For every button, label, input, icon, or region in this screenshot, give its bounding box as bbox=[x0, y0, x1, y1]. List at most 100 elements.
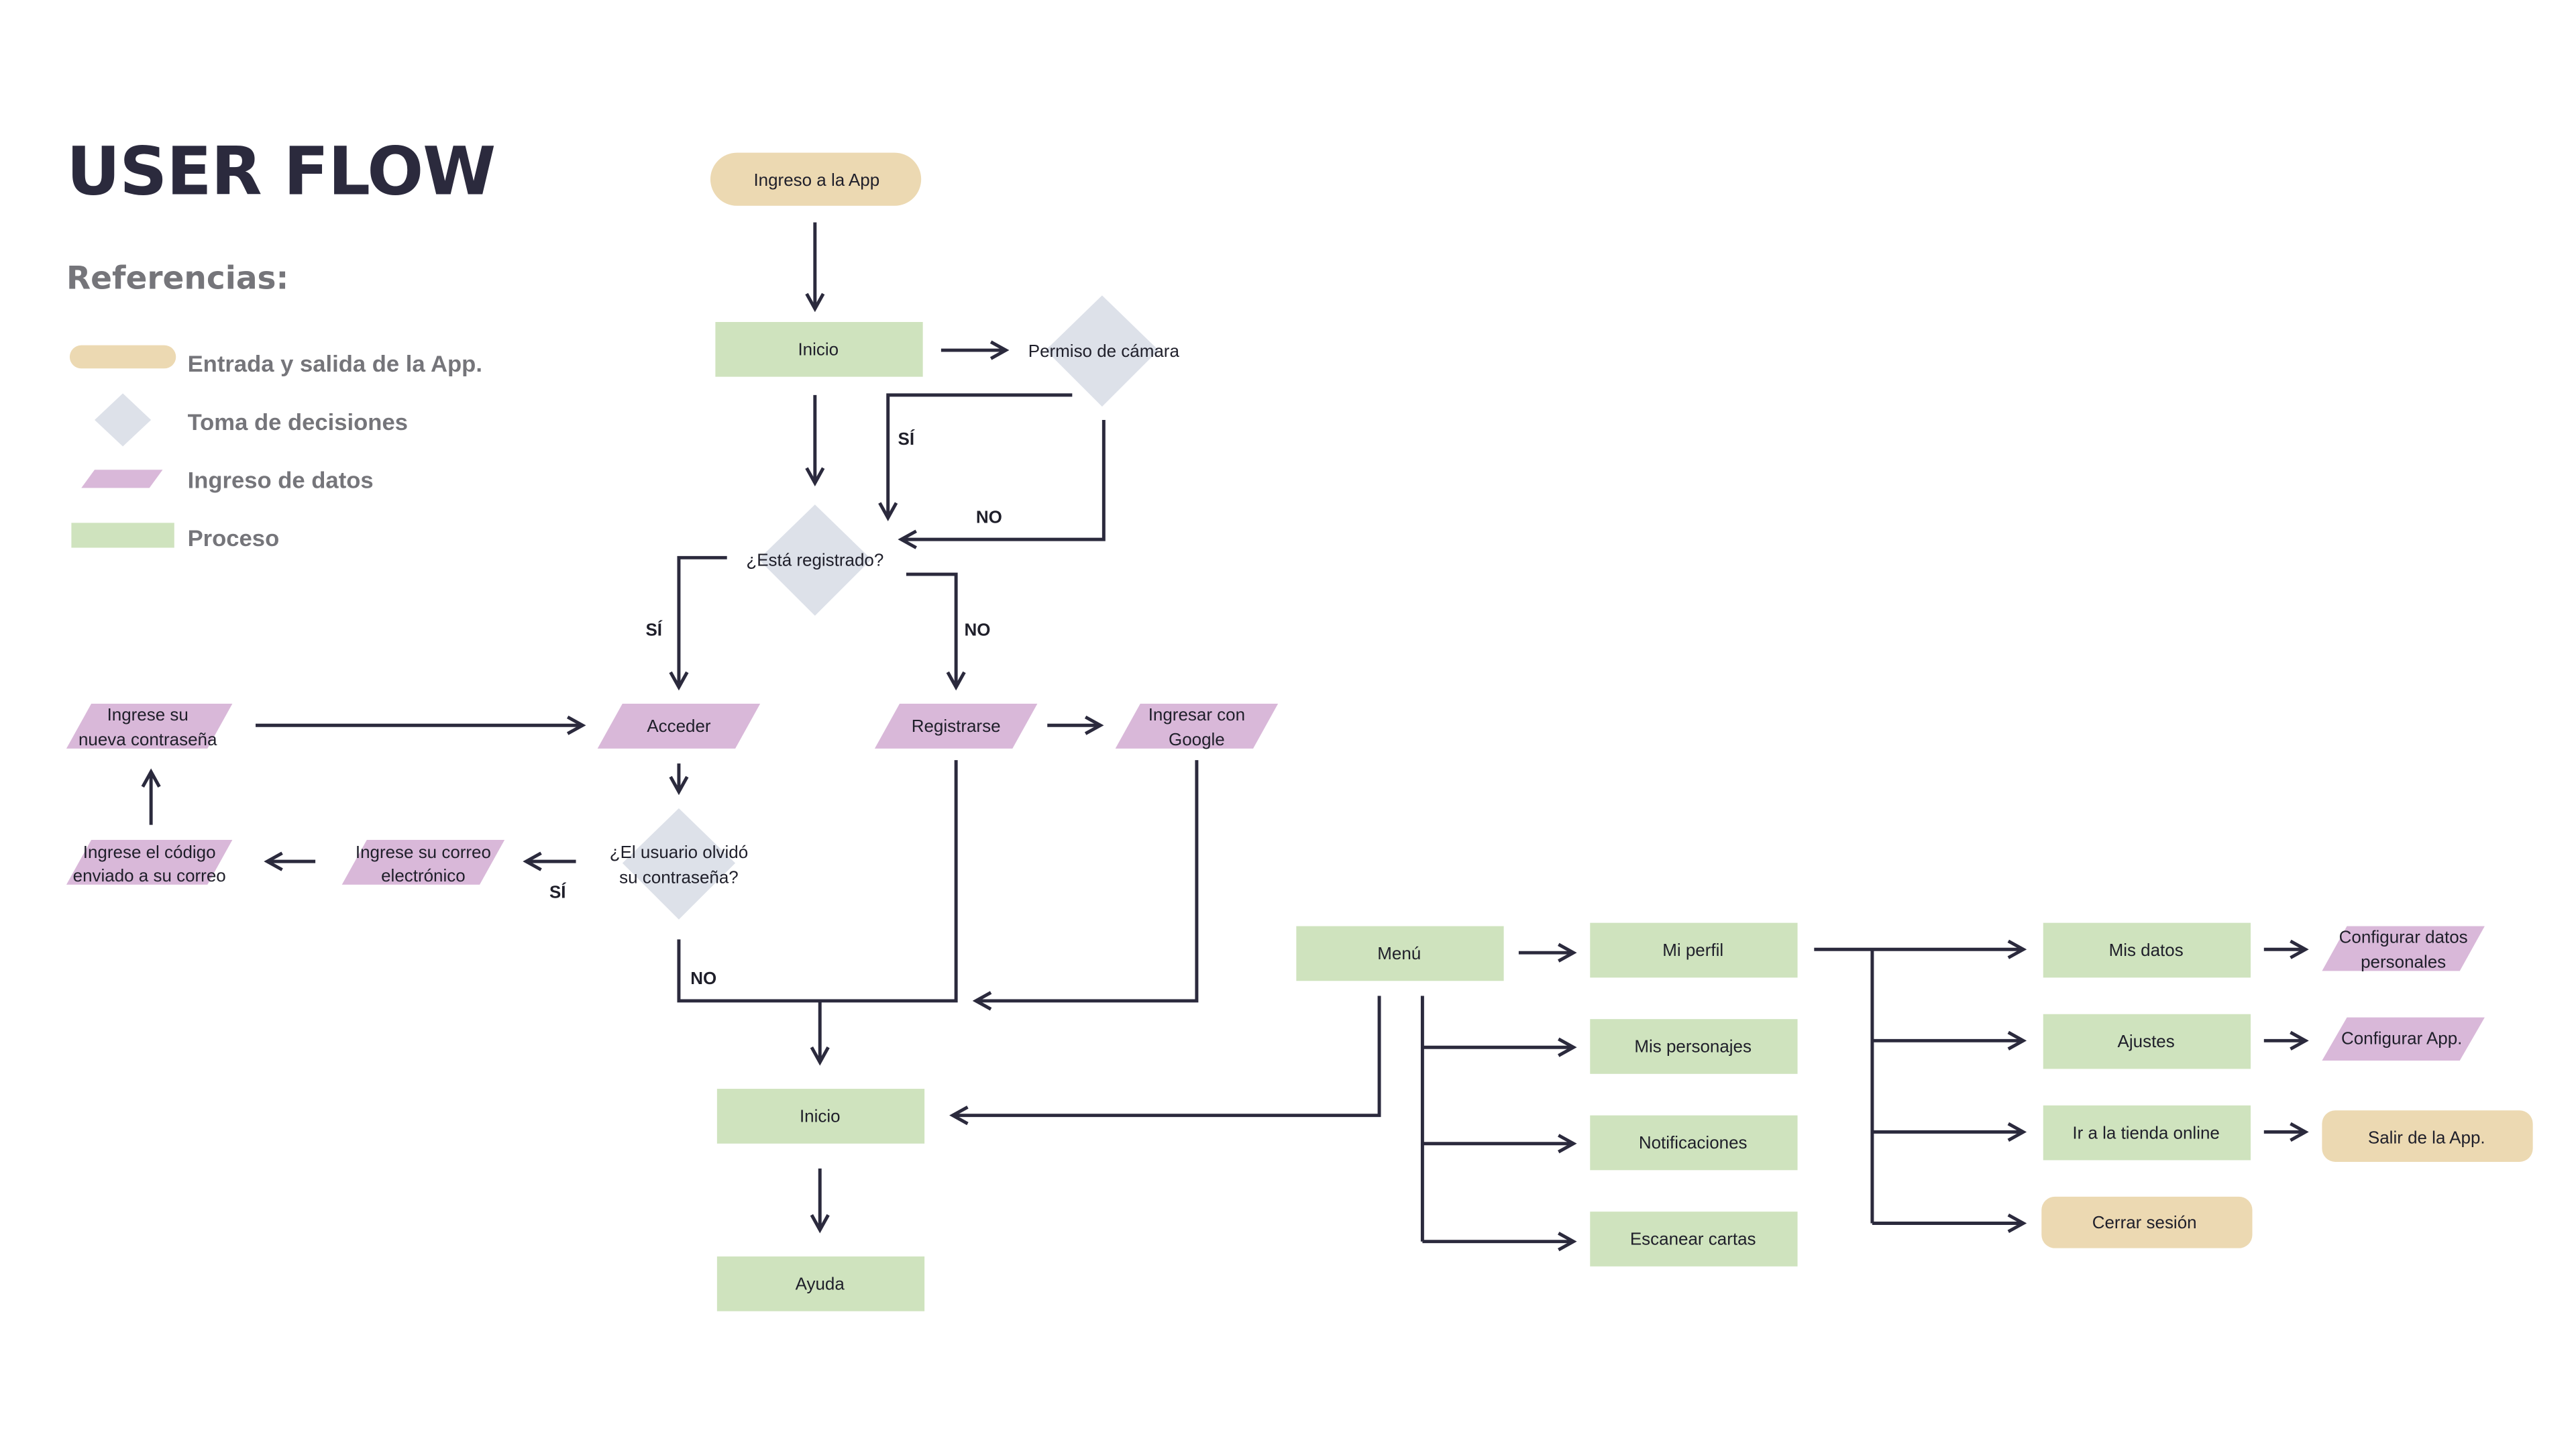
node-label: Configurar App. bbox=[2341, 1028, 2462, 1048]
connectors bbox=[151, 222, 2306, 1242]
node-label-line-1: Configurar datos bbox=[2339, 926, 2468, 947]
arrow-permiso-si bbox=[888, 393, 1073, 518]
node-label-line-2: personales bbox=[2361, 951, 2446, 971]
node-mis-personajes: Mis personajes bbox=[1590, 1019, 1798, 1074]
node-label: Ir a la tienda online bbox=[2072, 1122, 2219, 1142]
process-shape bbox=[1590, 1019, 1798, 1074]
node-cerrar-sesion: Cerrar sesión bbox=[2041, 1196, 2253, 1248]
node-permiso-camara: Permiso de cámara bbox=[1028, 295, 1180, 407]
legend-terminal: Entrada y salida de la App. bbox=[69, 345, 482, 377]
node-label-line-2: nueva contraseña bbox=[78, 729, 217, 749]
node-notificaciones: Notificaciones bbox=[1590, 1115, 1798, 1171]
data-shape bbox=[597, 704, 761, 749]
node-inicio-2: Inicio bbox=[716, 1089, 925, 1144]
edge-label-si-registrado: SÍ bbox=[645, 620, 662, 640]
node-inicio-1: Inicio bbox=[715, 321, 923, 377]
node-label: Salir de la App. bbox=[2368, 1128, 2485, 1148]
node-escanear-cartas: Escanear cartas bbox=[1590, 1212, 1798, 1267]
legend-terminal-shape bbox=[69, 345, 176, 369]
node-label-line-2: enviado a su correo bbox=[73, 865, 226, 885]
process-shape bbox=[716, 1089, 925, 1144]
process-shape bbox=[1590, 1115, 1798, 1171]
legend-process-label: Proceso bbox=[188, 526, 280, 551]
node-label: Permiso de cámara bbox=[1028, 341, 1180, 361]
terminal-shape bbox=[2041, 1196, 2253, 1248]
legend-data-shape bbox=[81, 470, 163, 488]
node-label-line-1: Ingrese el código bbox=[83, 842, 216, 862]
process-shape bbox=[2043, 922, 2251, 978]
edge-label-si-olvido: SÍ bbox=[549, 882, 566, 902]
arrow-menu-inicio bbox=[953, 996, 1381, 1116]
node-mi-perfil: Mi perfil bbox=[1590, 922, 1798, 978]
data-shape bbox=[66, 704, 233, 749]
legend-decision-label: Toma de decisiones bbox=[188, 410, 408, 435]
data-shape bbox=[2322, 926, 2485, 971]
arrow-google-merge bbox=[976, 760, 1199, 1001]
node-label-line-2: su contraseña? bbox=[619, 867, 739, 887]
node-olvido-contrasena: ¿El usuario olvidó su contraseña? bbox=[610, 808, 748, 920]
decision-shape bbox=[622, 808, 736, 920]
node-registrarse: Registrarse bbox=[874, 704, 1038, 749]
legend-decision: Toma de decisiones bbox=[95, 393, 408, 447]
legend-process: Proceso bbox=[71, 523, 279, 551]
node-label-line-2: electrónico bbox=[381, 865, 466, 885]
node-label: Acceder bbox=[647, 716, 711, 736]
edge-label-no-olvido: NO bbox=[690, 968, 716, 988]
node-ayuda: Ayuda bbox=[716, 1256, 925, 1311]
node-label: Ayuda bbox=[796, 1273, 845, 1293]
node-label: Cerrar sesión bbox=[2092, 1212, 2197, 1232]
edge-label-no-registrado: NO bbox=[965, 620, 991, 640]
legend-process-shape bbox=[71, 523, 174, 548]
node-nueva-contrasena: Ingrese su nueva contraseña bbox=[66, 704, 233, 749]
node-ajustes: Ajustes bbox=[2043, 1014, 2251, 1069]
process-shape bbox=[2043, 1014, 2251, 1069]
data-shape bbox=[66, 839, 233, 885]
node-correo-electronico: Ingrese su correo electrónico bbox=[341, 839, 505, 885]
line-no-olvido-registrarse bbox=[677, 760, 958, 1003]
legend-terminal-label: Entrada y salida de la App. bbox=[188, 352, 482, 377]
node-salir-app: Salir de la App. bbox=[2322, 1110, 2533, 1162]
edge-label-no-camara: NO bbox=[976, 506, 1002, 527]
node-label-line-1: ¿El usuario olvidó bbox=[610, 842, 748, 862]
data-shape bbox=[1115, 704, 1279, 749]
arrow-registrado-no bbox=[906, 572, 956, 687]
node-tienda-online: Ir a la tienda online bbox=[2043, 1105, 2251, 1161]
node-label: ¿Está registrado? bbox=[746, 550, 883, 570]
node-mis-datos: Mis datos bbox=[2043, 922, 2251, 978]
node-label: Menú bbox=[1377, 943, 1421, 963]
node-label: Escanear cartas bbox=[1630, 1229, 1756, 1249]
node-label: Ingreso a la App bbox=[753, 170, 879, 190]
arrow-registrado-si bbox=[679, 555, 727, 687]
legend-decision-shape bbox=[95, 393, 152, 447]
legend-data: Ingreso de datos bbox=[81, 468, 374, 493]
node-label: Inicio bbox=[800, 1106, 841, 1126]
page-title: USER FLOW bbox=[66, 133, 495, 210]
process-shape bbox=[716, 1256, 925, 1311]
terminal-shape bbox=[710, 152, 922, 206]
data-shape bbox=[341, 839, 505, 885]
node-label-line-1: Ingrese su correo bbox=[356, 842, 491, 862]
node-label: Mis datos bbox=[2109, 940, 2184, 960]
node-codigo-correo: Ingrese el código enviado a su correo bbox=[66, 839, 233, 885]
data-shape bbox=[2322, 1017, 2485, 1061]
process-shape bbox=[715, 321, 923, 377]
node-label: Mis personajes bbox=[1634, 1036, 1752, 1057]
node-label: Ajustes bbox=[2118, 1031, 2175, 1051]
arrow-permiso-no bbox=[901, 419, 1106, 539]
node-acceder: Acceder bbox=[597, 704, 761, 749]
decision-shape bbox=[1045, 295, 1159, 407]
node-label: Notificaciones bbox=[1639, 1132, 1748, 1152]
node-config-app: Configurar App. bbox=[2322, 1017, 2485, 1061]
node-label-line-2: Google bbox=[1169, 729, 1225, 749]
node-menu: Menú bbox=[1296, 926, 1504, 981]
node-label: Inicio bbox=[798, 339, 839, 359]
process-shape bbox=[2043, 1105, 2251, 1161]
data-shape bbox=[874, 704, 1038, 749]
node-config-datos: Configurar datos personales bbox=[2322, 926, 2485, 971]
terminal-shape bbox=[2322, 1110, 2533, 1162]
node-ingreso-app: Ingreso a la App bbox=[710, 152, 922, 206]
process-shape bbox=[1590, 1212, 1798, 1267]
references-heading: Referencias: bbox=[66, 260, 288, 297]
node-label-line-1: Ingresar con bbox=[1148, 704, 1245, 724]
